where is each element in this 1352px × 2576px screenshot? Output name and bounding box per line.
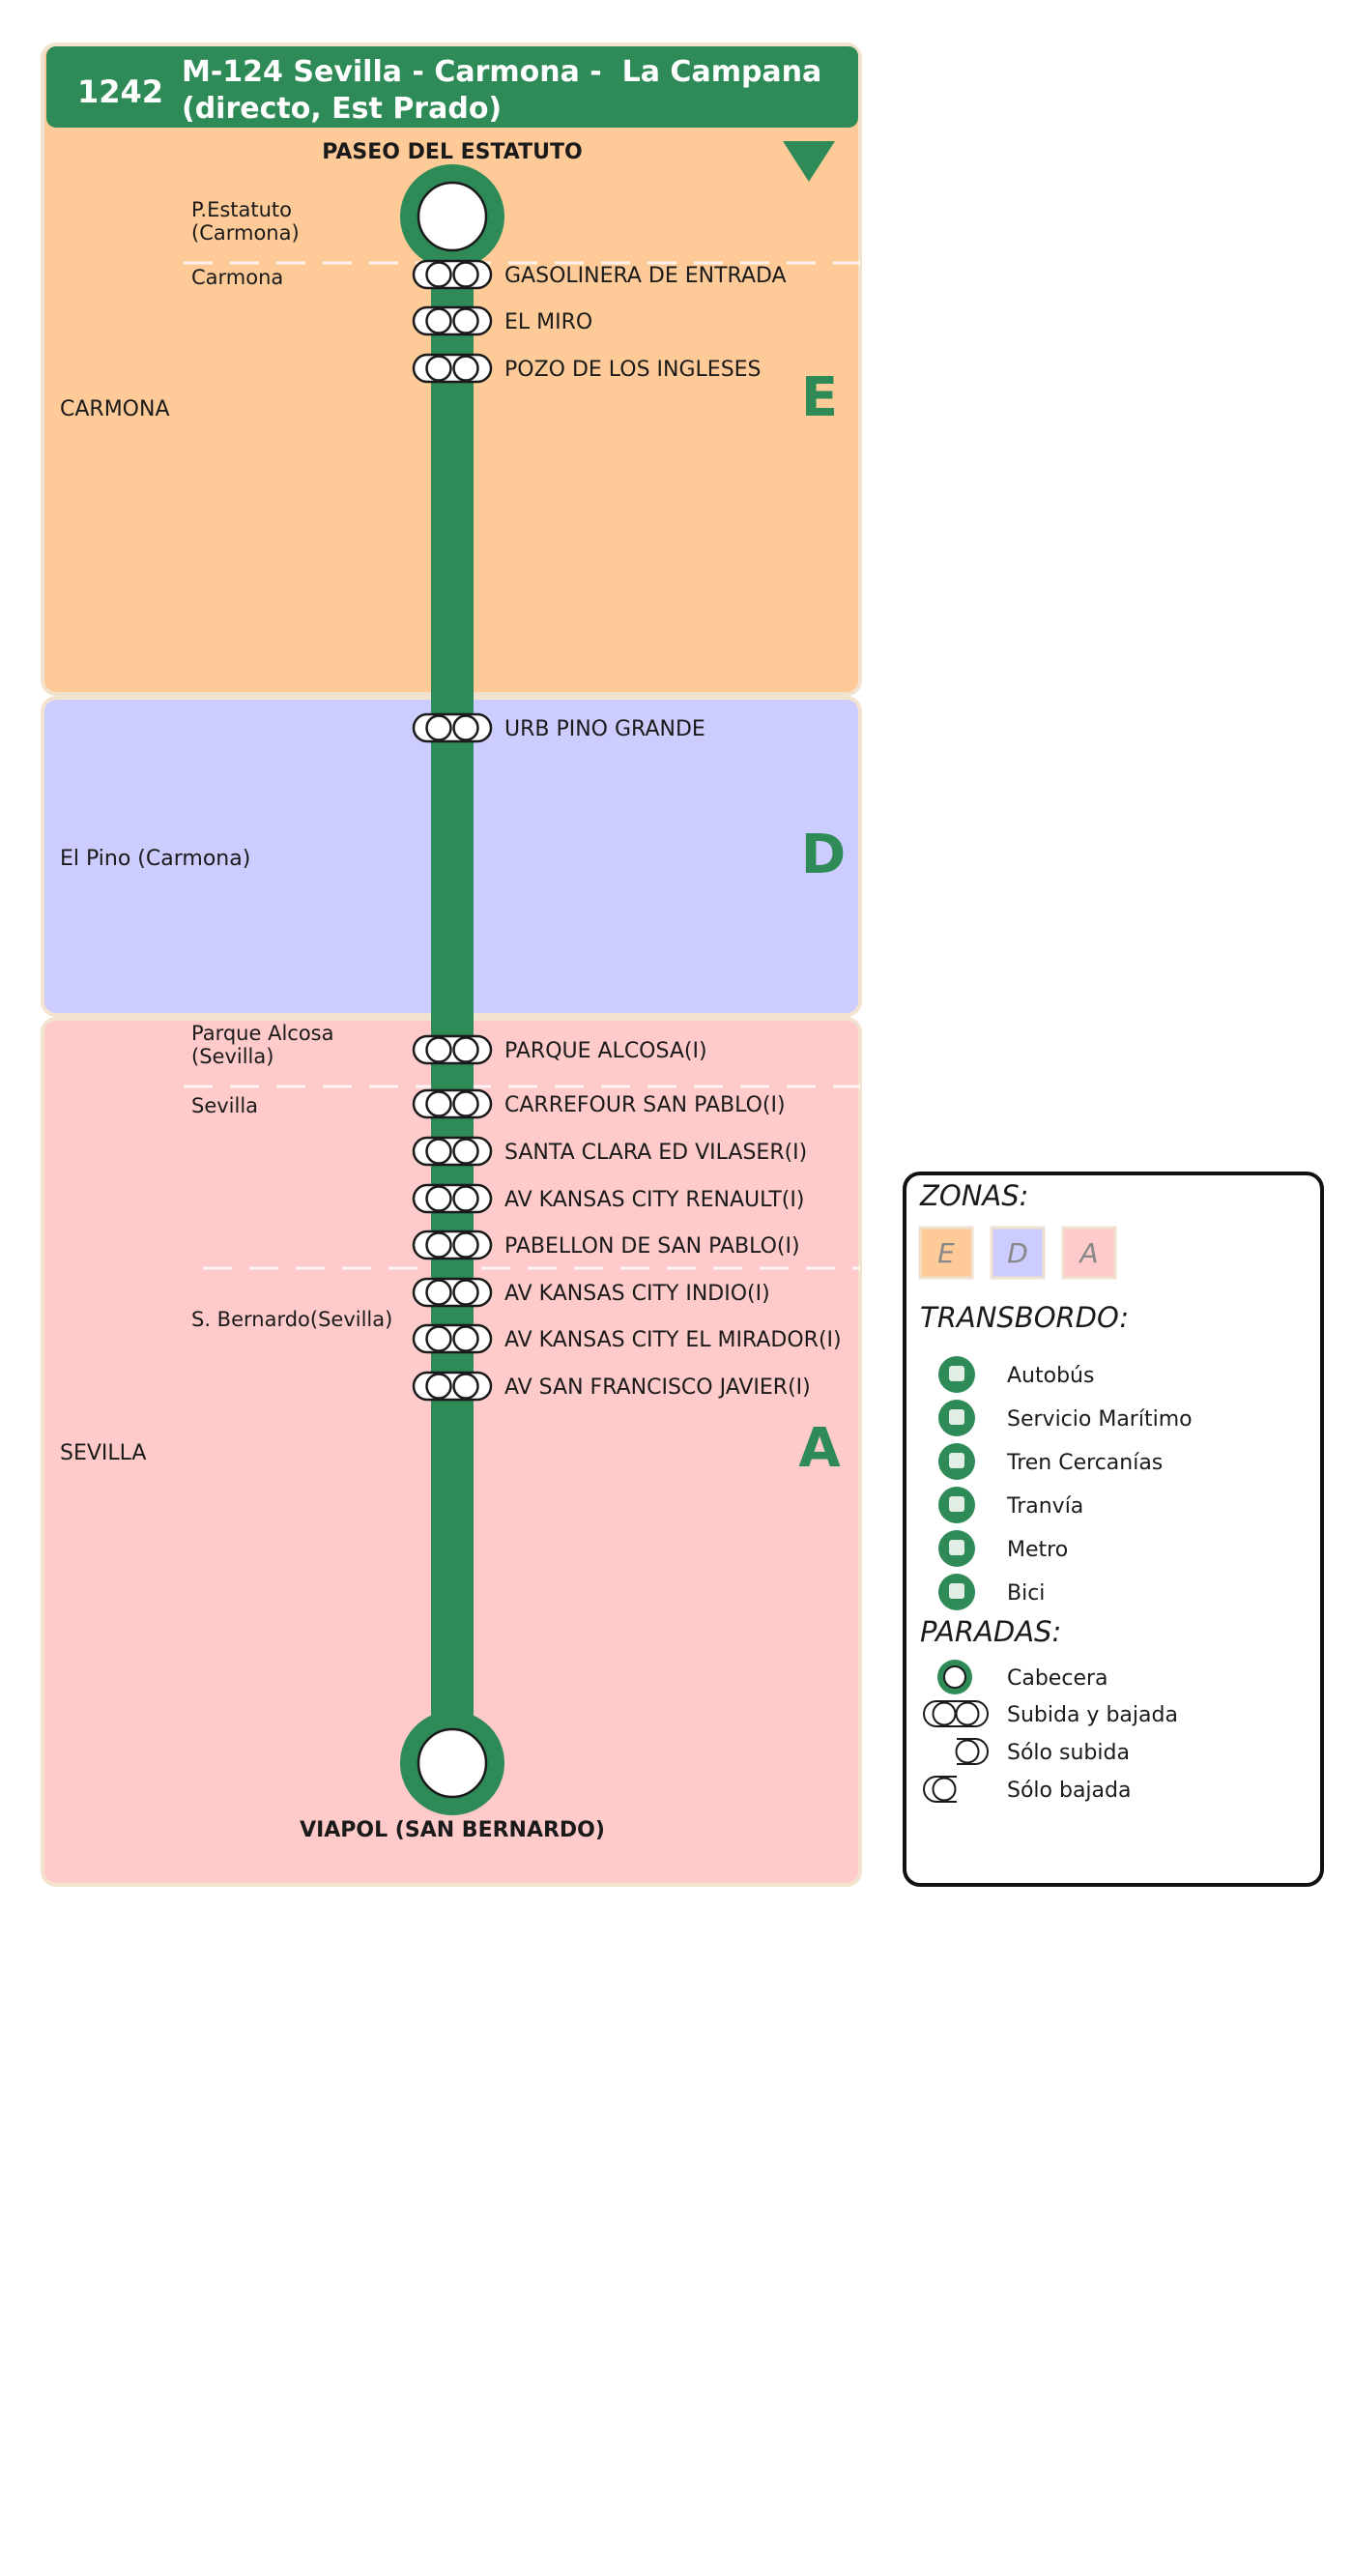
stop-type-symbol xyxy=(937,1660,972,1694)
legend-paradas-title: PARADAS: xyxy=(920,1615,1061,1648)
legend-zonas-title: ZONAS: xyxy=(919,1179,1028,1212)
header-bar xyxy=(46,46,858,128)
locality-separators xyxy=(184,261,860,1270)
stop-label: AV KANSAS CITY INDIO(I) xyxy=(504,1282,770,1306)
zone-swatch xyxy=(990,1226,1046,1280)
stop-type-symbol xyxy=(923,1700,989,1727)
stop-type-label: Subida y bajada xyxy=(1007,1703,1178,1727)
transfer-label: Servicio Marítimo xyxy=(1007,1407,1193,1432)
tram-icon xyxy=(938,1487,975,1523)
transfer-label: Tren Cercanías xyxy=(1006,1451,1163,1475)
zone-letter-a: A xyxy=(798,1417,841,1480)
train-icon xyxy=(938,1443,975,1480)
stop-marker xyxy=(412,305,493,336)
stop-label: PABELLON DE SAN PABLO(I) xyxy=(504,1234,800,1259)
stop-marker xyxy=(412,353,493,384)
stop-label: PARQUE ALCOSA(I) xyxy=(504,1039,707,1063)
stop-marker xyxy=(412,1277,493,1308)
bike-icon xyxy=(938,1574,975,1610)
zone-name-a: SEVILLA xyxy=(60,1441,146,1465)
stop-marker xyxy=(412,1230,493,1260)
stop-label: GASOLINERA DE ENTRADA xyxy=(504,264,787,288)
stop-label: AV KANSAS CITY RENAULT(I) xyxy=(504,1188,804,1212)
legend-box xyxy=(903,1172,1324,1887)
stop-label: EL MIRO xyxy=(504,310,592,334)
route-title-line1: M-124 Sevilla - Carmona - La Campana xyxy=(182,55,821,89)
zone-swatch xyxy=(1061,1226,1117,1280)
zone-letter-d: D xyxy=(801,824,846,886)
stop-label: CARREFOUR SAN PABLO(I) xyxy=(504,1093,786,1117)
direction-arrow-icon xyxy=(783,141,835,182)
terminal-top xyxy=(400,164,504,269)
locality-parque-alcosa: Parque Alcosa(Sevilla) xyxy=(191,1022,334,1068)
route-code: 1242 xyxy=(77,73,163,110)
zone-swatch xyxy=(918,1226,974,1280)
stop-label: AV SAN FRANCISCO JAVIER(I) xyxy=(504,1375,811,1400)
stop-marker xyxy=(412,1136,493,1167)
locality-carmona: Carmona xyxy=(191,266,283,289)
transfer-label: Metro xyxy=(1007,1538,1068,1562)
locality-s-bernardo: S. Bernardo(Sevilla) xyxy=(191,1308,392,1331)
stop-label: AV KANSAS CITY EL MIRADOR(I) xyxy=(504,1328,842,1352)
stop-marker xyxy=(412,1034,493,1065)
stop-marker xyxy=(412,1323,493,1354)
zone-name-d: El Pino (Carmona) xyxy=(60,847,250,871)
stop-marker xyxy=(412,712,493,743)
terminal-bottom-label: VIAPOL (SAN BERNARDO) xyxy=(300,1818,605,1842)
terminal-top-label: PASEO DEL ESTATUTO xyxy=(322,140,582,164)
zone-letter-e: E xyxy=(801,366,838,429)
stop-type-symbol xyxy=(955,1738,989,1765)
zone-swatch-label: A xyxy=(1078,1237,1098,1269)
bus-icon xyxy=(938,1356,975,1393)
stop-label: POZO DE LOS INGLESES xyxy=(504,358,762,382)
legend-transbordo-title: TRANSBORDO: xyxy=(920,1301,1129,1334)
stops-layer: GASOLINERA DE ENTRADA EL MIRO POZO DE LOS … xyxy=(412,259,842,1402)
zone-name-e: CARMONA xyxy=(60,397,170,421)
stop-type-label: Cabecera xyxy=(1007,1666,1108,1691)
stop-label: SANTA CLARA ED VILASER(I) xyxy=(504,1141,807,1165)
route-title-line2: (directo, Est Prado) xyxy=(182,92,502,126)
stop-marker xyxy=(412,1183,493,1214)
zone-swatch-label: D xyxy=(1007,1237,1028,1269)
stop-marker xyxy=(412,1088,493,1119)
stop-type-symbol xyxy=(923,1776,957,1803)
terminal-bottom xyxy=(400,1711,504,1815)
metro-icon xyxy=(938,1530,975,1567)
transfer-label: Bici xyxy=(1007,1581,1045,1606)
stop-marker xyxy=(412,259,493,290)
route-line xyxy=(431,217,474,1763)
stop-type-label: Sólo bajada xyxy=(1007,1779,1131,1803)
stop-label: URB PINO GRANDE xyxy=(504,717,705,741)
stop-marker xyxy=(412,1371,493,1402)
locality-p-estatuto: P.Estatuto(Carmona) xyxy=(191,198,300,245)
transfer-label: Tranvía xyxy=(1006,1494,1083,1519)
stop-type-label: Sólo subida xyxy=(1007,1741,1130,1765)
locality-sevilla: Sevilla xyxy=(191,1094,258,1117)
zone-swatch-label: E xyxy=(937,1237,955,1269)
ship-icon xyxy=(938,1400,975,1436)
transfer-label: Autobús xyxy=(1007,1364,1094,1388)
